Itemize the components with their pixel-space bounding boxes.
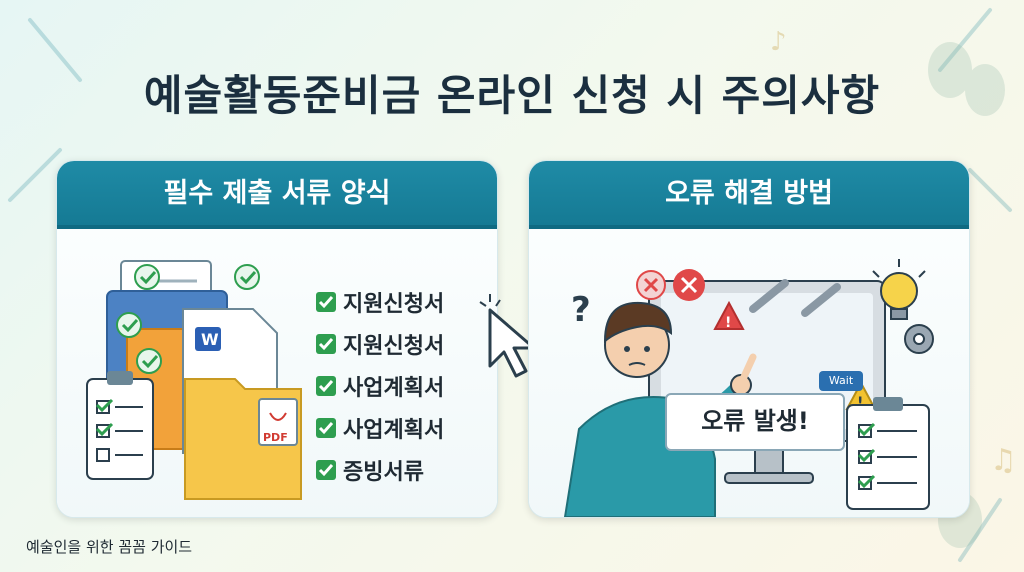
- error-solution-body: ! !: [529, 229, 969, 517]
- music-note-icon: ♫: [990, 443, 1017, 478]
- page-title: 예술활동준비금 온라인 신청 시 주의사항: [143, 71, 881, 120]
- document-name: 사업계획서: [343, 418, 445, 443]
- pdf-badge-text: PDF: [263, 431, 288, 444]
- question-mark-icon: ?: [571, 290, 591, 330]
- svg-text:!: !: [857, 395, 863, 411]
- document-name: 사업계획서: [343, 376, 445, 401]
- wait-badge: Wait: [819, 371, 863, 391]
- required-documents-heading: 필수 제출 서류 양식: [57, 161, 497, 229]
- error-solution-card: 오류 해결 방법 ! !: [528, 160, 970, 518]
- check-icon: [316, 334, 336, 354]
- check-icon: [316, 292, 336, 312]
- list-item: 증빙서류: [315, 449, 444, 491]
- footer-caption: 예술인을 위한 꼼꼼 가이드: [26, 538, 193, 556]
- required-documents-card: 필수 제출 서류 양식 W PDF: [56, 160, 498, 518]
- check-icon: [316, 376, 336, 396]
- svg-text:!: !: [725, 315, 731, 331]
- required-documents-body: W PDF: [57, 229, 497, 517]
- document-name: 증빙서류: [343, 460, 424, 485]
- error-solution-heading: 오류 해결 방법: [529, 161, 969, 229]
- required-documents-list: 지원신청서 지원신청서 사업계획서 사업계획서 증빙서류: [315, 281, 444, 491]
- troubleshooting-illustration: ! !: [563, 259, 934, 517]
- document-name: 지원신청서: [343, 334, 445, 359]
- list-item: 사업계획서: [315, 365, 444, 407]
- document-name: 지원신청서: [343, 292, 445, 317]
- documents-illustration: W PDF: [86, 260, 302, 500]
- music-note-icon: ♪: [770, 27, 787, 57]
- word-badge-text: W: [201, 330, 219, 349]
- list-item: 지원신청서: [315, 281, 444, 323]
- error-message-box: 오류 발생!: [665, 393, 845, 451]
- list-item: 사업계획서: [315, 407, 444, 449]
- check-icon: [316, 460, 336, 480]
- check-icon: [316, 418, 336, 438]
- list-item: 지원신청서: [315, 323, 444, 365]
